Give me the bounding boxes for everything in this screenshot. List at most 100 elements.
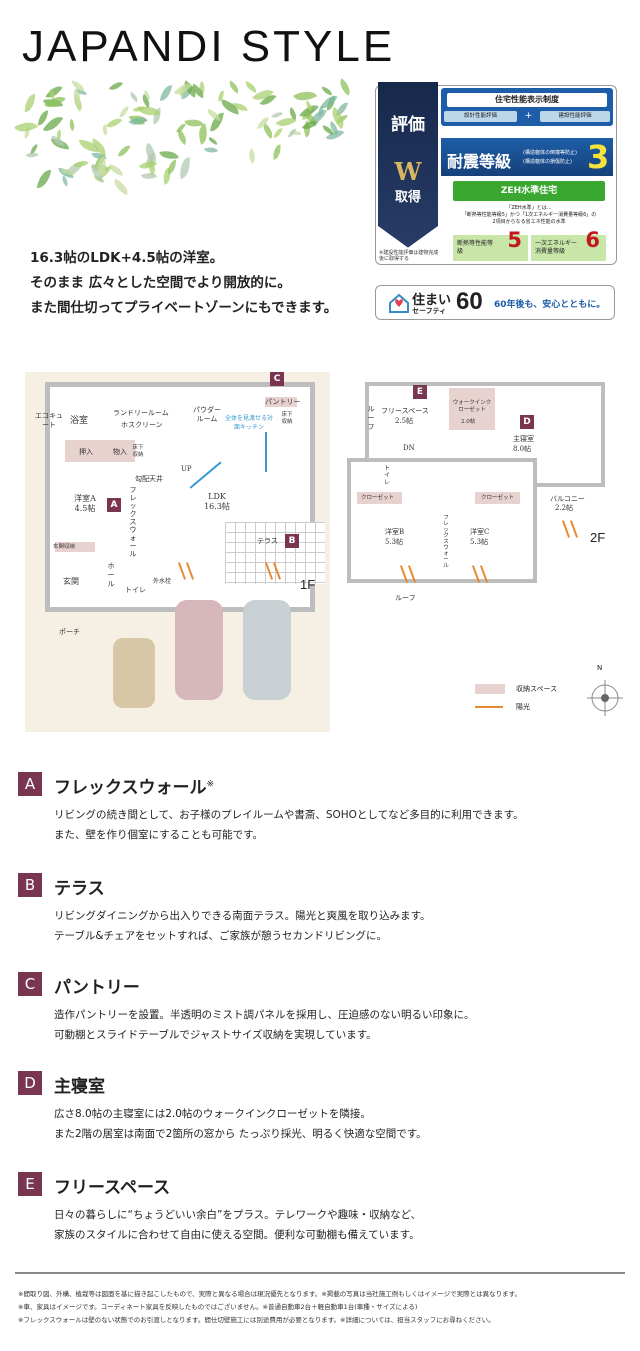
section-marker: C: [18, 972, 42, 996]
section-description: 日々の暮らしに“ちょうどいい余白”をプラス。テレワークや趣味・収納など、家族のス…: [54, 1205, 421, 1245]
section-desc-line: テーブル&チェアをセットすれば、ご家族が憩うセカンドリビングに。: [54, 930, 388, 942]
compass-icon: [587, 680, 623, 716]
terrace-area: [225, 522, 325, 584]
zeh-desc-3: 2項目からなる省エネ性能の水準: [492, 219, 566, 225]
leaf-icon: [37, 168, 52, 190]
label-ldk-size: 16.3帖: [204, 502, 230, 511]
insulation-grade-box: 断熱等性能等級 5: [453, 228, 528, 261]
label-wic-size: 2.0帖: [461, 419, 476, 425]
footnote-1: ※間取り図、外構、植栽等は図面を基に描き起こしたもので、実際と異なる場合は現況優…: [18, 1290, 522, 1298]
plus-icon: +: [523, 111, 534, 122]
leaf-icon: [320, 86, 334, 96]
leaf-icon: [272, 144, 282, 161]
section-title: テラス: [54, 874, 105, 899]
floor-plan-1f: C A B エコキュート 浴室 ランドリールーム ホスクリーン パウダールーム …: [25, 372, 330, 732]
leaf-icon: [273, 126, 283, 140]
insulation-label: 断熱等性能等級: [457, 240, 494, 255]
anshin-name-2: セーフティ: [412, 307, 447, 315]
section-desc-line: 可動棚とスライドテーブルでジャストサイズ収納を実現しています。: [54, 1029, 377, 1041]
house-heart-icon: [389, 293, 409, 313]
label-eco: エコキュート: [35, 412, 63, 429]
marker-c: C: [270, 372, 284, 386]
section-desc-line: リビングダイニングから出入りできる南面テラス。陽光と爽風を取り込みます。: [54, 910, 431, 922]
leaf-icon: [245, 148, 259, 165]
seismic-note-2: (構造躯体の損傷防止): [523, 159, 572, 165]
label-closet-1: クローゼット: [361, 495, 395, 501]
marker-a: A: [107, 498, 121, 512]
footnote-2: ※車、家具はイメージです。コーディネート家具を反映したものではございません。※普…: [18, 1303, 418, 1311]
section-title-text: フレックスウォール: [54, 778, 207, 798]
leaf-icon: [119, 104, 129, 119]
label-toilet-2f: トイレ: [383, 465, 390, 486]
car-2: [243, 600, 291, 700]
label-flex-1f: フレックスウォール: [129, 486, 137, 558]
system-title: 住宅性能表示制度: [447, 93, 607, 107]
label-bath: 浴室: [70, 416, 89, 426]
label-roof-1: ルーフ: [367, 405, 375, 431]
intro-line-1: 16.3帖のLDK+4.5帖の洋室。: [30, 250, 224, 266]
insulation-grade: 5: [507, 228, 522, 252]
section-title-note: ※: [206, 779, 215, 790]
label-balcony-size: 2.2帖: [555, 504, 574, 512]
leaf-icon: [204, 144, 219, 156]
compass-north: N: [597, 664, 603, 672]
label-up: UP: [181, 465, 192, 473]
label-closet-2: クローゼット: [481, 495, 515, 501]
leaf-icon: [110, 178, 131, 195]
label-genkan-storage: 玄関収納: [53, 544, 76, 550]
energy-label: 一次エネルギー消費量等級: [535, 240, 578, 255]
sunlight-legend-arrow: [475, 706, 503, 708]
intro-line-2: そのまま 広々とした空間でより開放的に。: [30, 275, 291, 291]
divider: [15, 1272, 625, 1274]
section-marker: D: [18, 1071, 42, 1095]
section-title: 主寝室: [54, 1072, 105, 1097]
car-1: [175, 600, 223, 700]
leaf-icon: [168, 159, 177, 174]
leaf-icon: [108, 78, 124, 94]
sunlight-arrow: [569, 520, 579, 538]
section-desc-line: 造作パントリーを設置。半透明のミスト調パネルを採用し、圧迫感のない明るい印象に。: [54, 1009, 475, 1021]
leaf-icon: [226, 79, 242, 94]
section-marker: E: [18, 1172, 42, 1196]
leaf-icon: [335, 77, 354, 96]
anshin-60-logo: 住まい セーフティ 60 60年後も、安心とともに。: [375, 285, 615, 320]
label-room-b-size: 5.3帖: [385, 538, 404, 546]
section-title-text: フリースペース: [54, 1178, 171, 1198]
label-genkan: 玄関: [63, 577, 79, 586]
legend-sunlight: 陽光: [516, 703, 530, 711]
page-title: JAPANDI STYLE: [22, 22, 396, 71]
label-haihai: 勾配天井: [135, 475, 163, 483]
label-room-b: 洋室B: [385, 528, 405, 536]
section-description: 広さ8.0帖の主寝室には2.0帖のウォークインクローゼットを隣接。また2階の居室…: [54, 1104, 427, 1144]
anshin-name-1: 住まい: [412, 293, 452, 308]
sunlight-arrow: [561, 520, 571, 538]
label-porch: ポーチ: [59, 628, 80, 636]
label-powder: パウダールーム: [193, 406, 221, 423]
label-master: 主寝室: [513, 435, 534, 443]
section-desc-line: リビングの続き間として、お子様のプレイルームや書斎、SOHOとしてなど多目的に利…: [54, 809, 524, 821]
zeh-label: ZEH水準住宅: [453, 181, 605, 201]
section-marker: A: [18, 772, 42, 796]
section-desc-line: 日々の暮らしに“ちょうどいい余白”をプラス。テレワークや趣味・収納など、: [54, 1209, 422, 1221]
label-screen: ホスクリーン: [121, 421, 163, 429]
section-desc-line: 広さ8.0帖の主寝室には2.0帖のウォークインクローゼットを隣接。: [54, 1108, 371, 1120]
ribbon-w: W: [394, 157, 422, 186]
design-eval: 設計性能評価: [444, 111, 517, 122]
construction-eval: 建設性能評価: [540, 111, 610, 122]
seismic-label: 耐震等級: [447, 152, 512, 171]
label-pantry: パントリー: [265, 398, 301, 406]
section-description: リビングの続き間として、お子様のプレイルームや書斎、SOHOとしてなど多目的に利…: [54, 805, 524, 845]
section-description: リビングダイニングから出入りできる南面テラス。陽光と爽風を取り込みます。テーブル…: [54, 906, 431, 946]
marker-e: E: [413, 385, 427, 399]
leaf-icon: [159, 83, 173, 103]
energy-grade: 6: [585, 228, 600, 252]
label-flex-2f: フレックスウォール: [443, 515, 449, 569]
label-wic: ウォークインクローゼット: [452, 400, 492, 413]
ribbon-top: 評価: [391, 115, 425, 135]
label-ldk: LDK: [208, 492, 226, 501]
leaf-icon: [117, 142, 131, 159]
ribbon-note: ※建設性能評価は建物完成後に取得する: [379, 250, 439, 262]
label-underfloor-2: 床下収納: [132, 445, 144, 458]
label-free: フリースペース: [381, 407, 429, 415]
section-title-text: テラス: [54, 879, 105, 899]
